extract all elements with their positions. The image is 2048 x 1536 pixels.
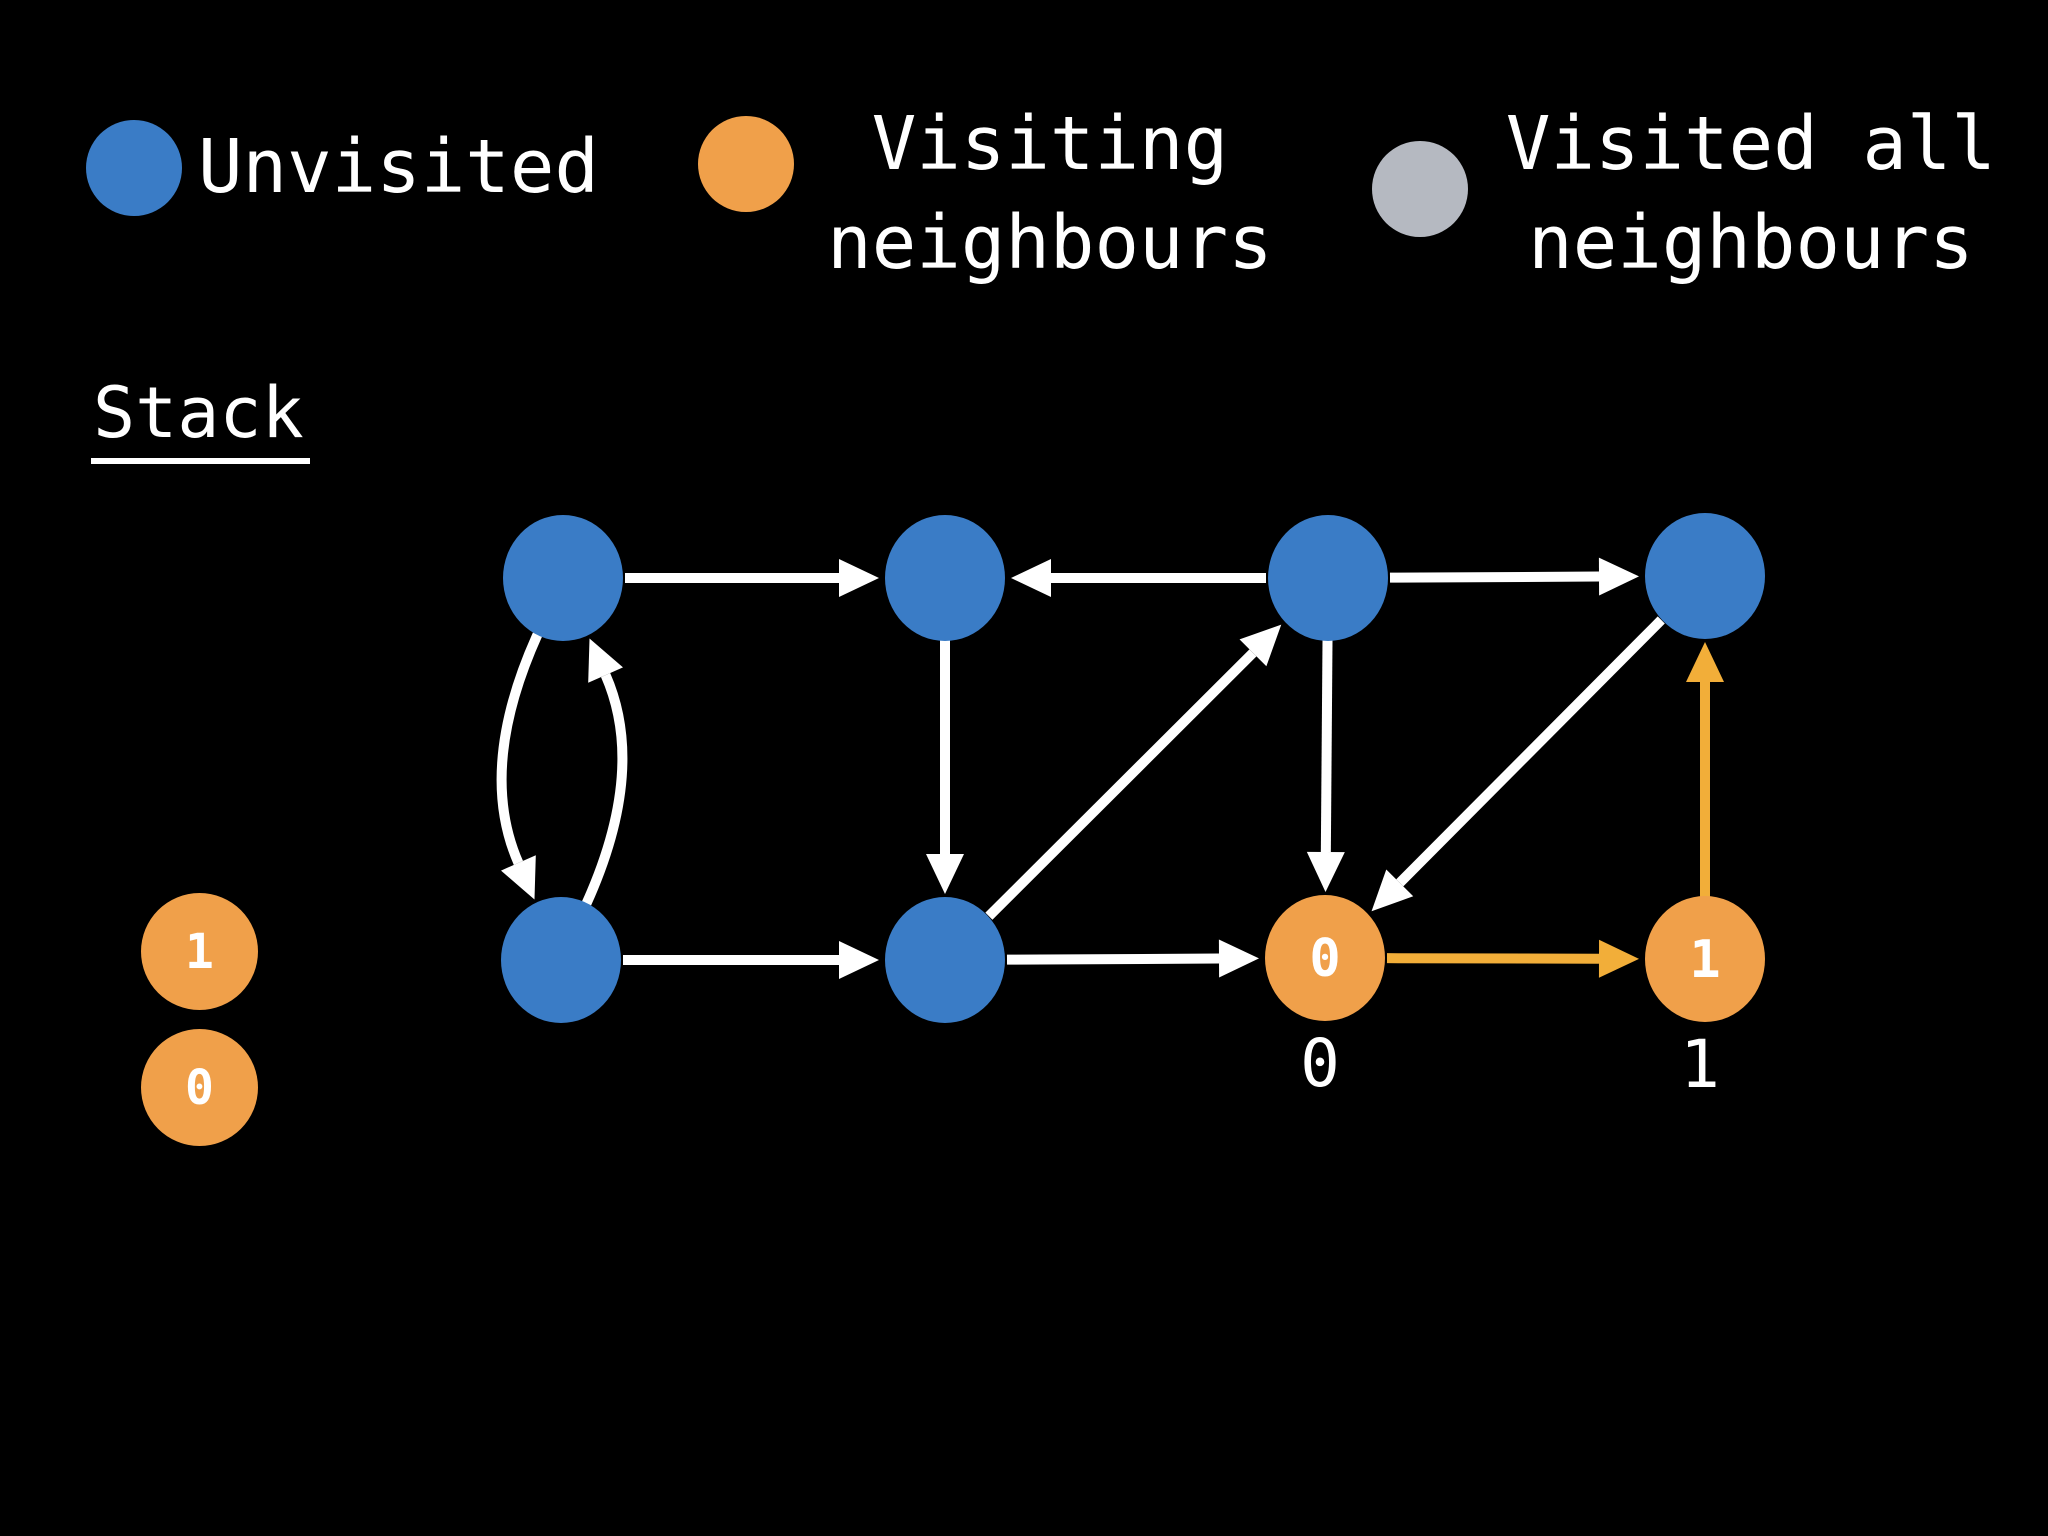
edge-C-G: [1320, 639, 1333, 853]
graph-node-D: [1645, 513, 1765, 639]
node-sublabel: 0: [1300, 1025, 1340, 1102]
stack-item-label: 0: [185, 1059, 214, 1116]
node-circle-G: [1265, 895, 1385, 1021]
arrowhead-D-G: [1371, 869, 1414, 912]
node-sublabel: 1: [1680, 1026, 1720, 1103]
legend-item-visited_all: Visited all neighbours: [1371, 95, 1996, 293]
edge-F-C: [985, 649, 1257, 920]
edge-D-G: [1396, 616, 1665, 887]
legend: Unvisited Visiting neighbours Visited all …: [86, 70, 1996, 293]
stack-item-label: 1: [185, 923, 214, 980]
node-circle-F: [885, 897, 1005, 1023]
graph-node-E: [501, 897, 621, 1023]
arrowhead-H-D: [1686, 642, 1724, 682]
edge-A-E: [496, 632, 543, 865]
arrowhead-G-H: [1598, 939, 1640, 978]
edge-F-G: [1006, 953, 1220, 965]
legend-item-unvisited: Unvisited: [86, 118, 599, 217]
graph-node-G: 00: [1265, 895, 1385, 1102]
node-label: 1: [1689, 930, 1720, 990]
arrowhead-B-F: [926, 854, 964, 894]
graph-node-H: 11: [1645, 896, 1765, 1103]
legend-label: Visiting neighbours: [827, 101, 1273, 287]
stack-item: 0: [141, 1029, 258, 1146]
arrowhead-A-E: [501, 855, 536, 900]
visited-all-circle: [1371, 141, 1468, 238]
node-circle-H: [1645, 896, 1765, 1022]
graph-node-A: [503, 515, 623, 641]
node-circle-C: [1268, 515, 1388, 641]
legend-item-visiting: Visiting neighbours: [698, 95, 1273, 293]
node-circle-D: [1645, 513, 1765, 639]
arrowhead-C-B: [1011, 559, 1051, 597]
stack-item: 1: [141, 893, 258, 1010]
arrowhead-F-G: [1218, 939, 1260, 978]
arrowhead-C-G: [1306, 851, 1345, 893]
arrowhead-E-A: [588, 638, 623, 683]
edge-C-D: [1389, 571, 1600, 583]
node-circle-B: [885, 515, 1005, 641]
node-label: 0: [1309, 929, 1340, 989]
graph-node-F: [885, 897, 1005, 1023]
node-circle-A: [503, 515, 623, 641]
stack-title: Stack: [91, 378, 310, 464]
legend-label: Unvisited: [198, 124, 599, 210]
edge-G-H: [1386, 953, 1600, 964]
legend-label: Visited all neighbours: [1505, 101, 1996, 287]
arrowhead-F-C: [1239, 624, 1282, 667]
arrowhead-C-D: [1598, 557, 1640, 596]
visiting-circle: [698, 116, 795, 213]
graph-node-B: [885, 515, 1005, 641]
graph-node-C: [1268, 515, 1388, 641]
edge-E-A: [581, 673, 628, 906]
arrowhead-E-F: [839, 941, 879, 979]
unvisited-circle: [86, 119, 182, 216]
arrowhead-A-B: [839, 559, 879, 597]
node-circle-E: [501, 897, 621, 1023]
